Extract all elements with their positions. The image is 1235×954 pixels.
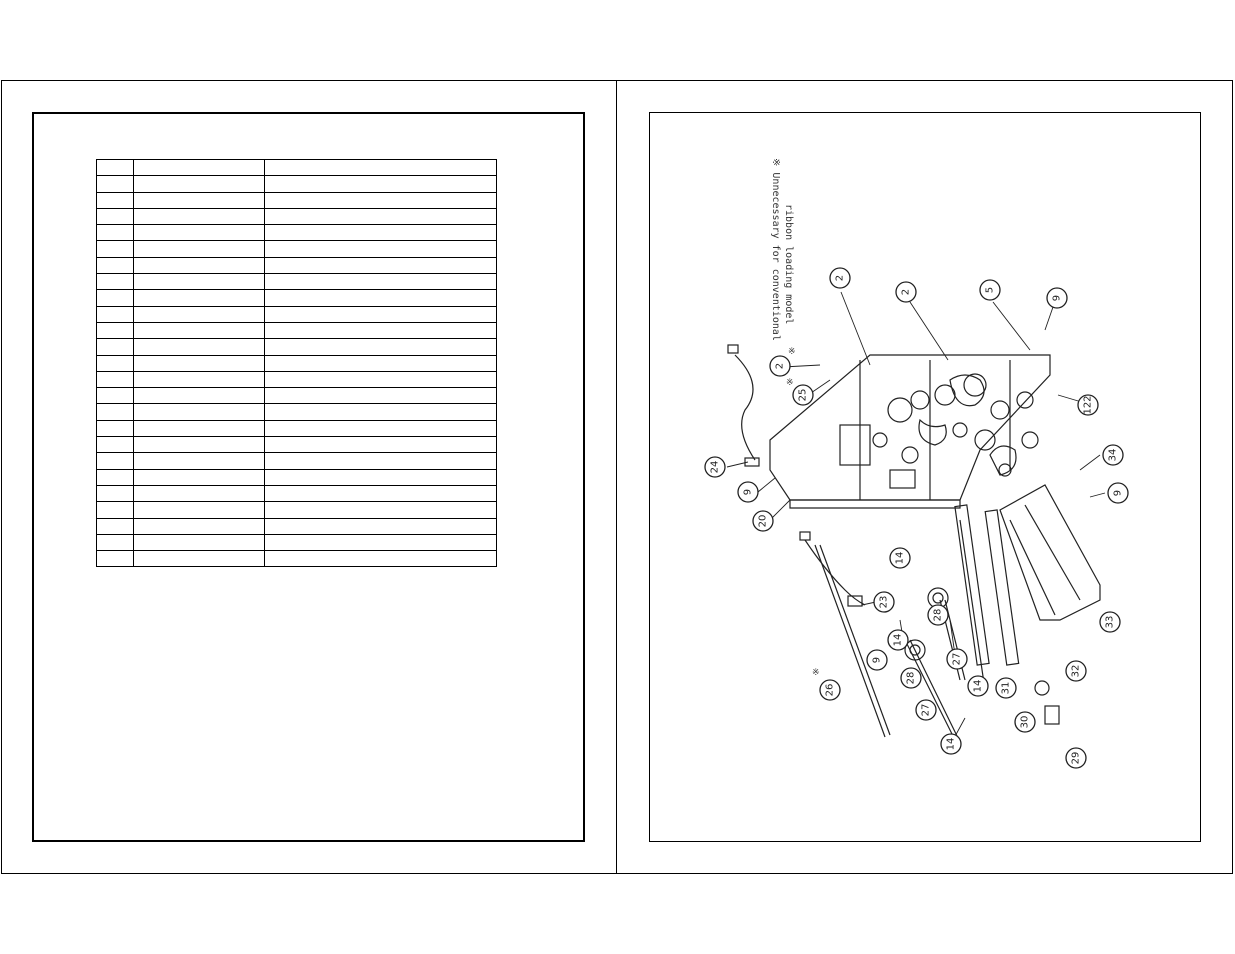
callout-label: 30 [1020, 716, 1031, 729]
callout-label: 27 [952, 653, 963, 666]
table-row [96, 273, 497, 291]
callout-31: 31 [995, 677, 1017, 699]
callout-label: 33 [1105, 616, 1116, 629]
callout-label: 122 [1083, 395, 1094, 414]
callout-label: 14 [893, 634, 904, 647]
callout-20: 20 [752, 510, 774, 532]
table-row [96, 256, 497, 275]
callout-23: 23 [873, 591, 895, 613]
callout-label: 9 [872, 657, 883, 663]
callout-122: 122 [1077, 394, 1099, 416]
callout-30: 30 [1014, 711, 1036, 733]
table-row [96, 533, 497, 552]
callout-label: 26 [825, 684, 836, 697]
callout-label: 9 [1052, 295, 1063, 301]
callout-label: 2 [901, 289, 912, 295]
callout-label: 9 [743, 489, 754, 495]
page-frame [1, 80, 1233, 874]
gears [904, 587, 1060, 725]
callout-label: 28 [933, 609, 944, 622]
callout-label: 31 [1001, 682, 1012, 695]
callout-label: 2 [835, 275, 846, 281]
callout-27: 27 [946, 648, 968, 670]
table-row [96, 501, 497, 519]
parts-table [96, 158, 497, 568]
callout-28: 28 [900, 667, 922, 689]
table-cell [264, 550, 497, 568]
callout-25: 25 [792, 384, 814, 406]
callout-label: 29 [1071, 752, 1082, 765]
callout-label: 5 [985, 287, 996, 293]
note-mark: ※ [786, 377, 794, 387]
callout-label: 9 [1113, 490, 1124, 496]
callout-33: 33 [1099, 611, 1121, 633]
callout-2: 2 [829, 267, 851, 289]
callout-label: 32 [1071, 665, 1082, 678]
callout-label: 23 [879, 596, 890, 609]
callout-label: 14 [946, 738, 957, 751]
callout-label: 20 [758, 515, 769, 528]
table-row [96, 224, 497, 242]
cables [727, 344, 866, 607]
callout-9: 9 [866, 649, 888, 671]
page-divider [616, 80, 617, 874]
callout-label: 28 [906, 672, 917, 685]
callout-label: 27 [921, 704, 932, 717]
callout-label: 34 [1108, 449, 1119, 462]
chassis-assembly [769, 354, 1051, 509]
table-row [96, 207, 497, 226]
callout-9: 9 [737, 481, 759, 503]
diagram-panel [649, 112, 1201, 842]
table-row [96, 370, 497, 389]
callout-5: 5 [979, 279, 1001, 301]
callout-26: 26 [819, 679, 841, 701]
callout-label: 2 [775, 363, 786, 369]
parts-list-panel [32, 112, 585, 842]
table-row [96, 419, 497, 438]
callout-14: 14 [887, 629, 909, 651]
callout-24: 24 [704, 456, 726, 478]
table-row [96, 338, 497, 356]
diagram-note-line1: ※ Unnecessary for conventional [770, 158, 781, 341]
callout-label: 14 [973, 680, 984, 693]
callout-14: 14 [889, 547, 911, 569]
table-row [96, 517, 497, 535]
callout-label: 24 [710, 461, 721, 474]
callout-14: 14 [940, 733, 962, 755]
table-row [96, 436, 497, 454]
callout-34: 34 [1102, 444, 1124, 466]
diagram-note-line2: ribbon loading model [783, 204, 794, 324]
ribbon-guide [999, 484, 1101, 621]
callout-2: 2 [895, 281, 917, 303]
roller-shafts [814, 504, 1020, 741]
table-row [96, 484, 497, 503]
callout-9: 9 [1046, 287, 1068, 309]
callout-label: 14 [895, 552, 906, 565]
callout-32: 32 [1065, 660, 1087, 682]
callout-9: 9 [1107, 482, 1129, 504]
callout-14: 14 [967, 675, 989, 697]
callout-2: 2 [769, 355, 791, 377]
callout-29: 29 [1065, 747, 1087, 769]
callout-27: 27 [915, 699, 937, 721]
callout-label: 25 [798, 389, 809, 402]
note-mark: ※ [788, 346, 796, 356]
note-mark: ※ [812, 667, 820, 677]
callout-28: 28 [927, 604, 949, 626]
table-row [96, 550, 497, 568]
